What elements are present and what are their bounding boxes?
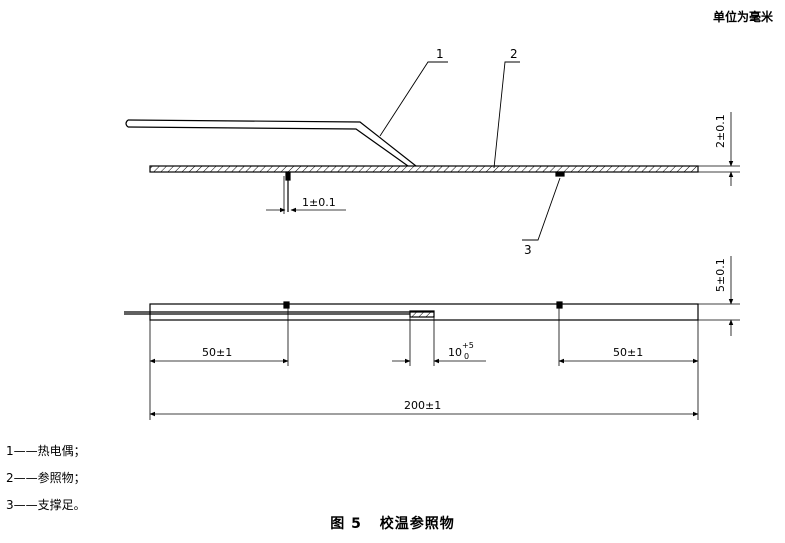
dim-right-label: 50±1 [613,346,643,359]
support-foot-right [555,171,565,177]
unit-note: 单位为毫米 [712,10,773,24]
dim-left-label: 50±1 [202,346,232,359]
figure-title: 校温参照物 [379,516,455,532]
thermocouple-wire [127,119,417,167]
callout-3: 3 [524,243,532,257]
support-foot-left [285,171,291,181]
legend-item: 1——热电偶； [6,444,86,458]
sensor-tip [409,310,435,318]
callout-2: 2 [510,47,518,61]
top-view [125,61,740,241]
figure-number: 图 5 [330,516,362,532]
dim-support-label: 1±0.1 [302,196,336,209]
bottom-view [124,256,740,420]
figure-caption: 图 5 校温参照物 [0,513,785,533]
dim-height-label: 5±0.1 [714,258,727,292]
dim-center-sup: +5 [462,341,474,350]
dim-center-base: 10 [448,346,462,359]
reference-plate [149,165,699,173]
legend-item: 3——支撑足。 [6,498,86,512]
callout-1: 1 [436,47,444,61]
dim-thickness-label: 2±0.1 [714,114,727,148]
dim-total-label: 200±1 [404,399,441,412]
legend: 1——热电偶； 2——参照物； 3——支撑足。 [6,438,86,519]
dim-center-sub: 0 [464,352,469,361]
legend-item: 2——参照物； [6,471,86,485]
